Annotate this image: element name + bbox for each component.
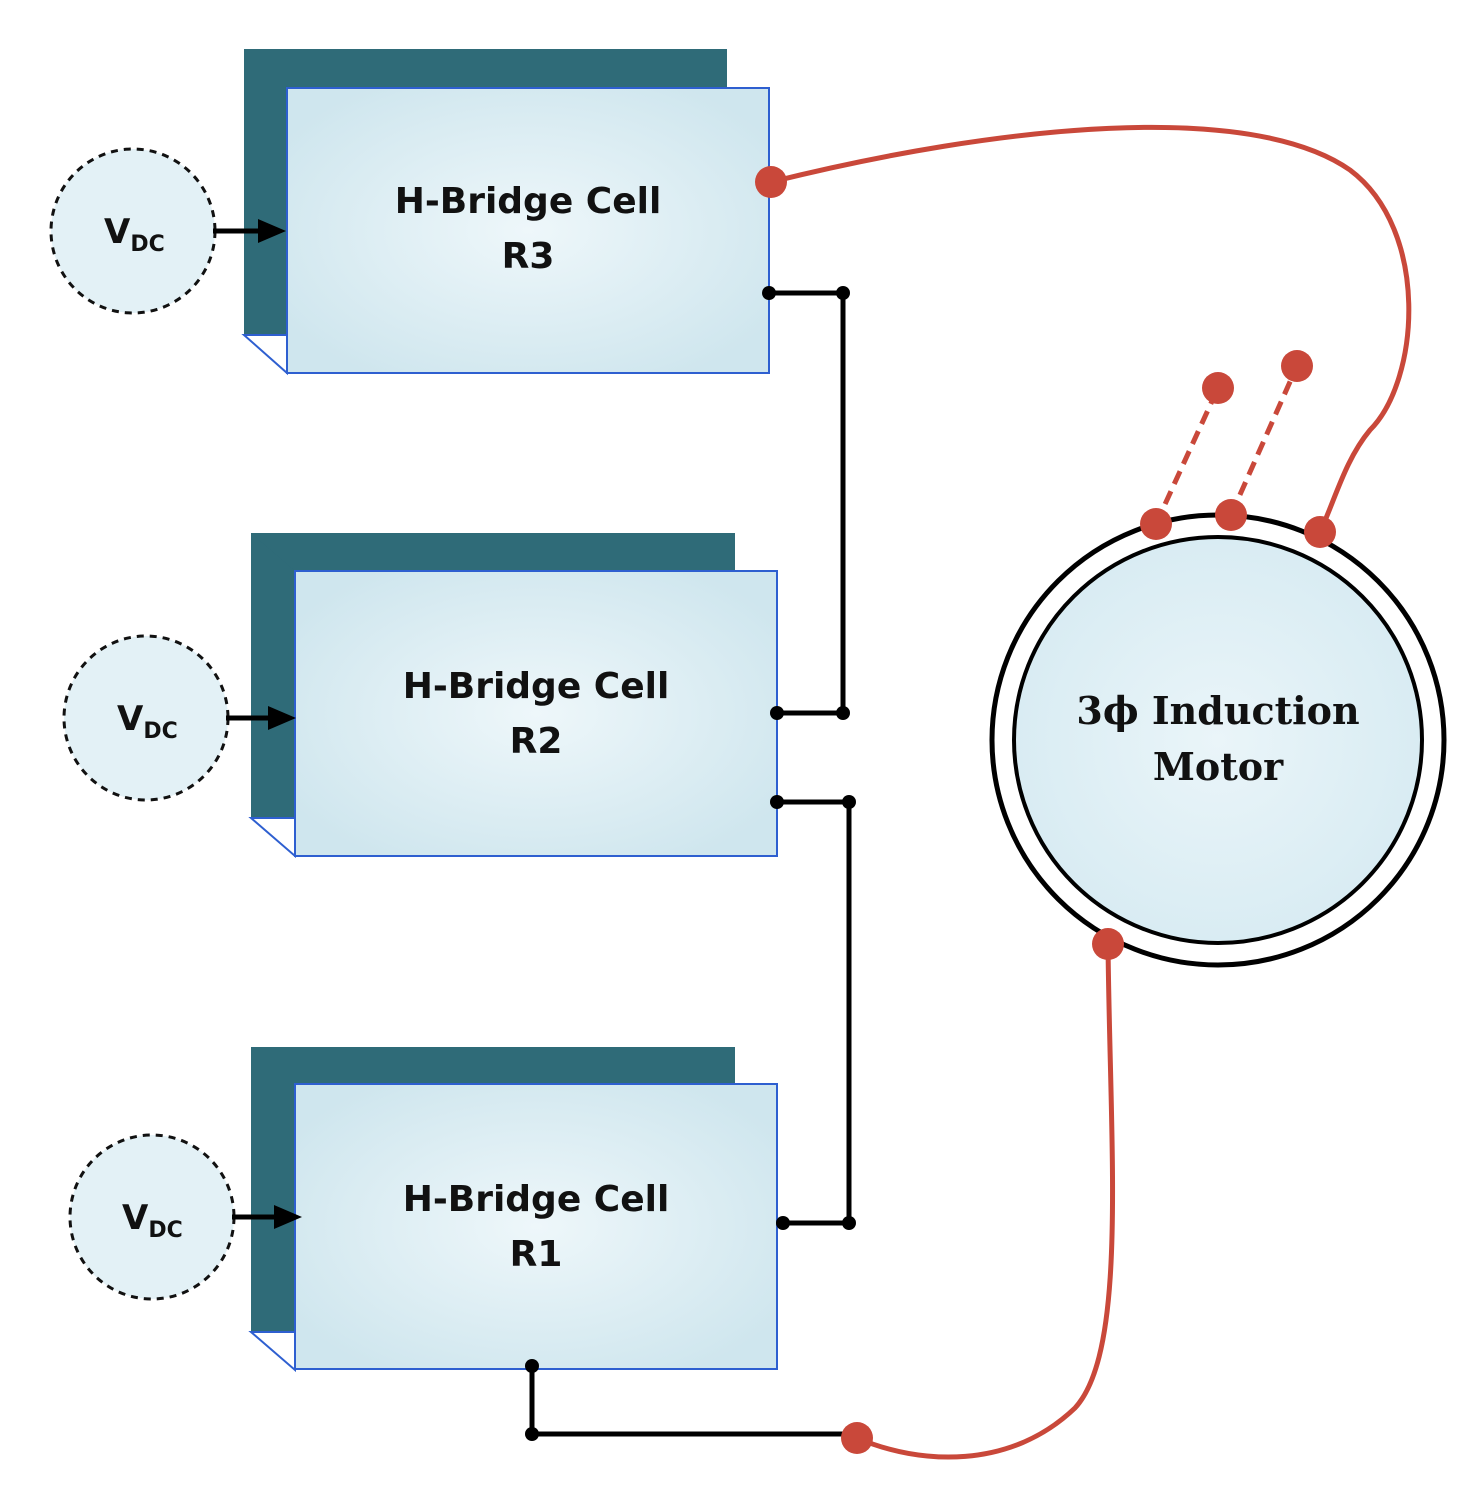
dc-source-r3-arrow-head	[258, 219, 286, 243]
motor-inner-ring	[1012, 535, 1424, 945]
motor-terminals	[755, 166, 1336, 1454]
node-r3-corner	[836, 286, 850, 300]
motor-subtitle: Motor	[1153, 744, 1284, 789]
terminal-motor-bottom	[1092, 928, 1124, 960]
dc-source-r2-symbol: VDC	[117, 699, 178, 744]
cell-r3-label: R3	[502, 236, 555, 277]
node-r2-out	[770, 795, 784, 809]
node-r2-corner-bottom	[842, 795, 856, 809]
terminal-motor-phase-a	[1304, 516, 1336, 548]
cell-r3-fold	[241, 334, 288, 376]
dc-source-r2-arrow-head	[268, 706, 296, 730]
wire-r1-neutral	[529, 1366, 857, 1437]
induction-motor: 3ϕ Induction Motor	[989, 512, 1447, 968]
cell-r2-label: R2	[510, 721, 563, 762]
node-r2-in	[770, 706, 784, 720]
motor-phase-wires	[770, 124, 1412, 1460]
node-neutral-corner	[525, 1427, 539, 1441]
cell-r1-title: H-Bridge Cell	[403, 1179, 670, 1220]
hbridge-cell-r2: H-Bridge Cell R2	[248, 533, 778, 859]
terminal-motor-phase-b	[1140, 508, 1172, 540]
phase-dashed-lead-b	[1153, 386, 1221, 526]
node-r2-corner-top	[836, 706, 850, 720]
dc-source-r3: VDC	[49, 147, 286, 315]
terminal-r3-output	[755, 166, 787, 198]
cell-r2-top-bevel	[251, 533, 295, 571]
dc-source-r1-circle	[68, 1133, 236, 1301]
cell-r1-label: R1	[510, 1234, 563, 1275]
phase-wire-neutral-to-motor	[856, 943, 1116, 1460]
terminal-lead-c-end	[1281, 350, 1313, 382]
dc-source-r2: VDC	[62, 634, 296, 802]
wire-r3-to-r2	[769, 290, 846, 716]
motor-title: 3ϕ Induction	[1076, 688, 1359, 733]
dc-source-r1-symbol: VDC	[122, 1198, 183, 1243]
cell-r3-title: H-Bridge Cell	[395, 181, 662, 222]
cell-r2-front-panel	[294, 570, 778, 857]
node-r1-corner	[842, 1216, 856, 1230]
node-r1-out	[525, 1359, 539, 1373]
node-r1-in	[776, 1216, 790, 1230]
dc-source-r3-symbol: VDC	[104, 212, 165, 257]
dc-source-r1: VDC	[68, 1133, 302, 1301]
terminal-motor-phase-c	[1215, 499, 1247, 531]
terminal-neutral-output	[841, 1422, 873, 1454]
cell-r1-front-panel	[294, 1083, 778, 1370]
cell-r3-front-panel	[286, 87, 770, 374]
cell-r2-fold	[248, 817, 296, 859]
phase-dashed-lead-c	[1228, 364, 1300, 517]
wire-r2-to-r1	[777, 799, 852, 1226]
terminal-lead-b-end	[1202, 372, 1234, 404]
hbridge-cell-r3: H-Bridge Cell R3	[241, 49, 770, 376]
hbridge-cell-r1: H-Bridge Cell R1	[248, 1047, 778, 1373]
node-r3-out	[762, 286, 776, 300]
phase-wire-r3-to-motor	[770, 124, 1412, 534]
dc-source-r2-circle	[62, 634, 230, 802]
dc-source-r3-circle	[49, 147, 217, 315]
cell-r1-fold	[248, 1331, 296, 1373]
cell-r2-title: H-Bridge Cell	[403, 666, 670, 707]
interconnect-nodes	[525, 286, 856, 1441]
dc-source-r1-arrow-head	[274, 1205, 302, 1229]
